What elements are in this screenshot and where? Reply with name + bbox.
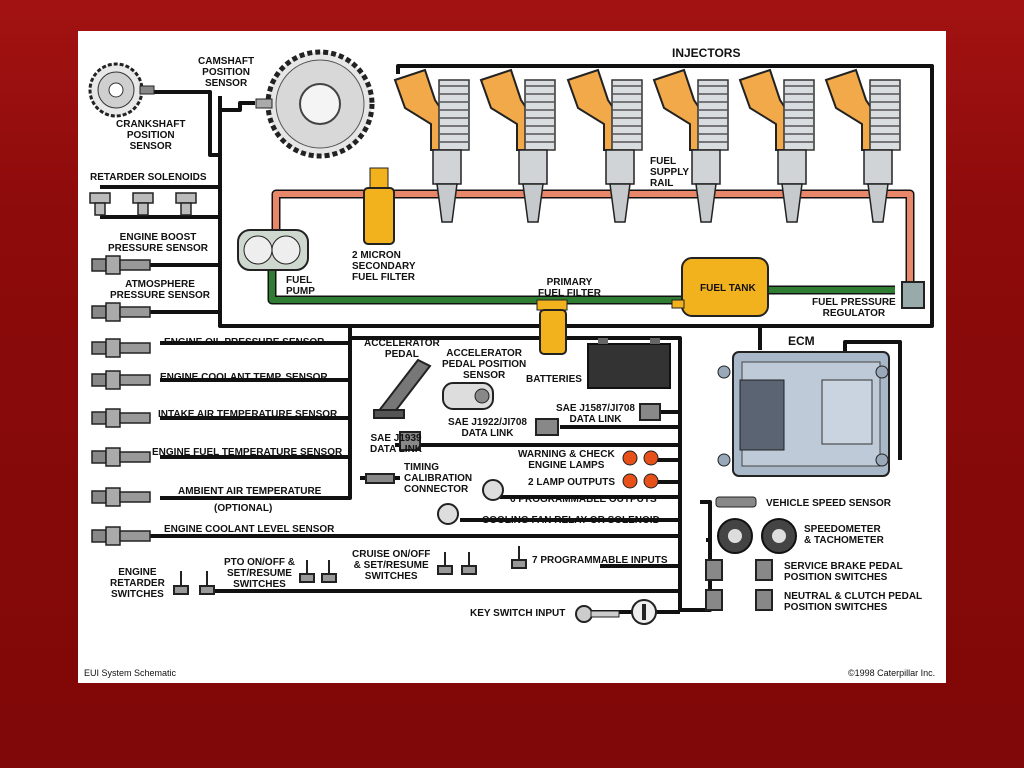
accelerator-sensor-label: ACCELERATOR PEDAL POSITION SENSOR <box>442 348 527 381</box>
camshaft-gear-icon <box>255 49 375 159</box>
cruise-switches-label: CRUISE ON/OFF & SET/RESUME SWITCHES <box>352 549 431 582</box>
injector-icon <box>652 68 729 223</box>
atmosphere-sensor-label: ATMOSPHERE PRESSURE SENSOR <box>110 279 211 301</box>
injector-icon <box>824 68 901 223</box>
sensor-connector-icon <box>91 408 151 428</box>
accelerator-pedal-label: ACCELERATOR PEDAL <box>364 338 440 360</box>
footer-copyright: ©1998 Caterpillar Inc. <box>848 668 936 678</box>
neutral-clutch-label: NEUTRAL & CLUTCH PEDAL POSITION SWITCHES <box>784 591 923 613</box>
ecm-module-icon <box>717 351 890 477</box>
cooling-fan-relay-icon <box>437 503 459 525</box>
crankshaft-label: CRANKSHAFT POSITION SENSOR <box>116 119 186 152</box>
injector-icon <box>393 68 470 223</box>
cooling-fan-label: COOLING FAN RELAY OR SOLENOID <box>482 515 660 526</box>
optional-label: (OPTIONAL) <box>214 503 273 514</box>
pto-switches-label: PTO ON/OFF & SET/RESUME SWITCHES <box>224 557 295 590</box>
wiring-harness <box>100 64 934 614</box>
fuel-temp-label: ENGINE FUEL TEMPERATURE SENSOR <box>152 447 343 458</box>
boost-sensor-label: ENGINE BOOST PRESSURE SENSOR <box>108 232 209 254</box>
speedometer-label: SPEEDOMETER & TACHOMETER <box>804 524 884 546</box>
fuel-pump-icon <box>237 229 309 271</box>
left-sensor-icons <box>91 255 151 546</box>
sae-j1939-label: SAE J1939 DATA LINK <box>370 433 423 455</box>
accelerator-pedal-icon <box>373 358 432 420</box>
key-switch-label: KEY SWITCH INPUT <box>470 608 566 619</box>
batteries-label: BATTERIES <box>526 374 582 385</box>
sensor-connector-icon <box>91 487 151 507</box>
footer-title: EUI System Schematic <box>84 668 177 678</box>
injector-icon <box>479 68 556 223</box>
ecm-label: ECM <box>788 334 815 348</box>
fuel-supply-rail-label: FUEL SUPPLY RAIL <box>650 156 690 189</box>
inner-harness-wire <box>160 326 352 500</box>
fuel-pump-label: FUEL PUMP <box>286 275 315 297</box>
sensor-connector-icon <box>91 370 151 390</box>
primary-fuel-filter-icon <box>536 299 568 355</box>
coolant-level-label: ENGINE COOLANT LEVEL SENSOR <box>164 524 335 535</box>
schematic-panel: INJECTORS CAMSHAFT POSITION SENSOR CRANK… <box>78 31 946 683</box>
key-icon <box>575 599 657 625</box>
lamp-icons <box>622 450 659 489</box>
fuel-tank-label: FUEL TANK <box>700 283 756 294</box>
intake-air-label: INTAKE AIR TEMPERATURE SENSOR <box>158 409 338 420</box>
injectors-label: INJECTORS <box>672 46 741 60</box>
programmable-output-icon <box>482 479 504 501</box>
sensor-connector-icon <box>91 302 151 322</box>
secondary-fuel-filter-icon <box>363 167 395 245</box>
vehicle-speed-label: VEHICLE SPEED SENSOR <box>766 498 892 509</box>
ambient-air-label: AMBIENT AIR TEMPERATURE <box>178 486 322 497</box>
bus-wire <box>140 336 682 614</box>
fuel-lines <box>267 189 915 305</box>
fuel-pressure-regulator-icon <box>901 281 925 309</box>
programmable-outputs-label: 6 PROGRAMMABLE OUTPUTS <box>510 494 657 505</box>
sensor-connector-icon <box>91 338 151 358</box>
retarder-solenoids-label: RETARDER SOLENOIDS <box>90 172 207 183</box>
oil-pressure-label: ENGINE OIL PRESSURE SENSOR <box>164 337 325 348</box>
timing-calibration-label: TIMING CALIBRATION CONNECTOR <box>404 462 473 495</box>
lamp-outputs-label: 2 LAMP OUTPUTS <box>528 477 616 488</box>
pedal-switch-icons <box>705 559 773 611</box>
service-brake-label: SERVICE BRAKE PEDAL POSITION SWITCHES <box>784 561 903 583</box>
primary-filter-label: PRIMARY FUEL FILTER <box>538 277 601 299</box>
injector-icon <box>738 68 815 223</box>
coolant-temp-label: ENGINE COOLANT TEMP. SENSOR <box>160 372 328 383</box>
programmable-inputs-label: 7 PROGRAMMABLE INPUTS <box>532 555 668 566</box>
warning-lamps-label: WARNING & CHECK ENGINE LAMPS <box>518 449 615 471</box>
engine-retarder-label: ENGINE RETARDER SWITCHES <box>110 567 165 600</box>
vehicle-speed-sensor-icon <box>715 496 757 508</box>
sae-j1922-label: SAE J1922/JI708 DATA LINK <box>448 417 527 439</box>
schematic-drawing <box>88 49 934 625</box>
secondary-filter-label: 2 MICRON SECONDARY FUEL FILTER <box>352 250 416 283</box>
cam-crank-wire <box>150 90 255 157</box>
retarder-solenoid-icons <box>89 192 197 216</box>
toggle-switch-icons <box>173 546 527 595</box>
fuel-pressure-regulator-label: FUEL PRESSURE REGULATOR <box>812 297 896 319</box>
sensor-connector-icon <box>91 447 151 467</box>
camshaft-label: CAMSHAFT POSITION SENSOR <box>198 56 255 89</box>
gauge-icons <box>717 518 797 554</box>
left-sensor-wire <box>100 185 220 314</box>
data-link-connector-icons <box>365 403 661 484</box>
crankshaft-gear-icon <box>88 62 155 118</box>
sensor-connector-icon <box>91 526 151 546</box>
fuel-tank-icon <box>671 257 769 317</box>
sae-j1587-label: SAE J1587/JI708 DATA LINK <box>556 403 635 425</box>
injector-icon <box>566 68 643 223</box>
injector-row <box>393 68 901 223</box>
batteries-icon <box>587 338 671 389</box>
accelerator-sensor-icon <box>442 382 494 410</box>
sensor-connector-icon <box>91 255 151 275</box>
main-harness-wire <box>218 64 934 350</box>
